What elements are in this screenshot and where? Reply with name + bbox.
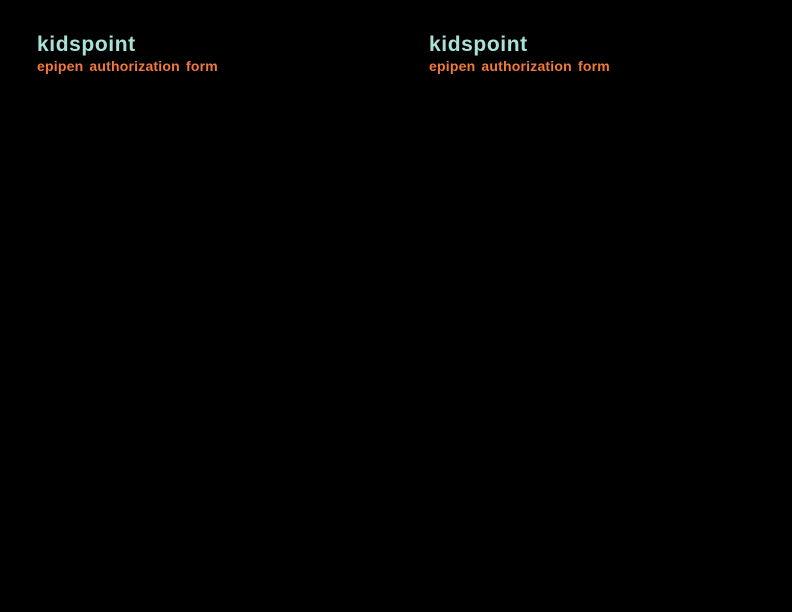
- brand-wordmark: kidspoint: [37, 33, 136, 56]
- form-title: epipen authorization form: [429, 58, 610, 74]
- form-copy-left: kidspoint epipen authorization form: [37, 34, 357, 73]
- form-copy-right: kidspoint epipen authorization form: [429, 34, 749, 73]
- brand-wordmark: kidspoint: [429, 33, 528, 56]
- form-title: epipen authorization form: [37, 58, 218, 74]
